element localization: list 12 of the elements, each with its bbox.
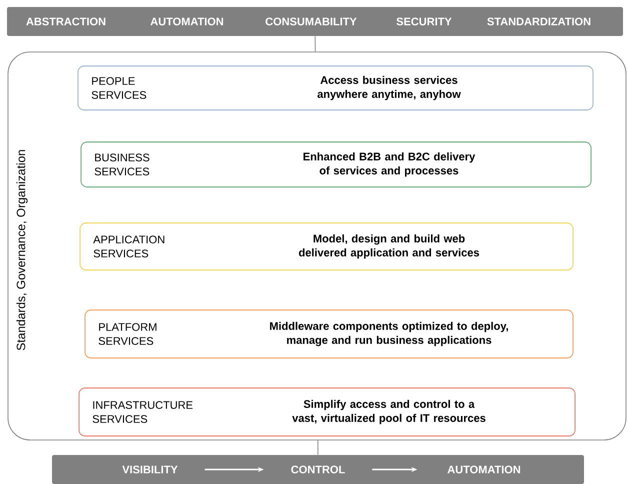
header-bar (52, 455, 584, 484)
stage-label: AUTOMATION (448, 466, 520, 474)
service-box: PEOPLE SERVICES Access business services anywhere anytime, anyhow (78, 66, 594, 110)
service-box: BUSINESS SERVICES Enhanced B2B and B2C delivery of services and processes (80, 142, 592, 188)
service-box: INFRASTRUCTURE SERVICES Simplify access and control to a vast, virtualized pool of IT resources (78, 388, 576, 436)
connector-line (317, 440, 318, 456)
service-box: PLATFORM SERVICES Middleware components optimized to deploy, manage and run business applications (84, 310, 574, 358)
stage-label: VISIBILITY (122, 466, 178, 474)
stage-label: CONTROL (291, 466, 345, 474)
header-bar: ABSTRACTION AUTOMATION CONSUMABILITY SECURITY STANDARDIZATION (7, 7, 623, 36)
service-box: APPLICATION SERVICES Model, design and build web delivered application and services (80, 222, 574, 270)
connector-line (314, 36, 316, 52)
